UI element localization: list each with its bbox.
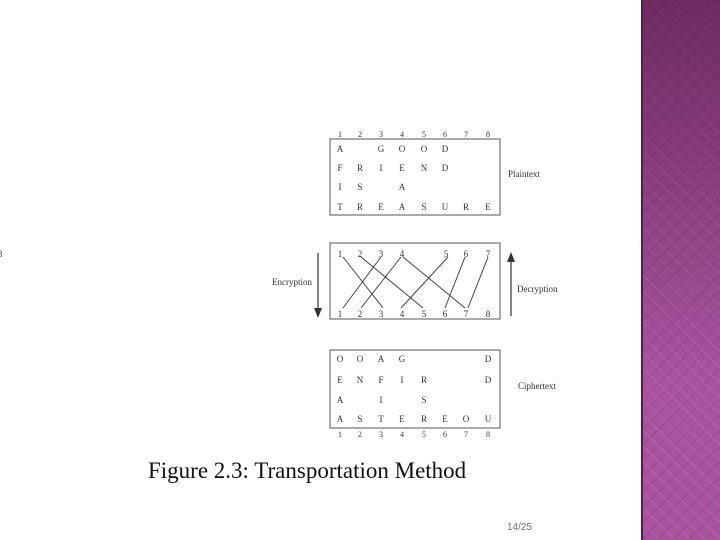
permutation-box: [330, 243, 500, 319]
plaintext-column-index: 1: [338, 130, 342, 139]
permutation-bottom-index: 4: [400, 309, 405, 319]
plaintext-column-index: 3: [379, 130, 383, 139]
figure-caption: Figure 2.3: Transportation Method: [148, 458, 466, 484]
permutation-bottom-index: 7: [464, 309, 469, 319]
plaintext-box: [330, 139, 500, 215]
decryption-label: Decryption: [517, 284, 558, 294]
plaintext-cell: E: [378, 202, 384, 212]
plaintext-cell: R: [357, 163, 363, 173]
plaintext-cell: A: [337, 144, 344, 154]
ciphertext-column-index: 3: [379, 430, 383, 439]
plaintext-cell: E: [485, 202, 491, 212]
ciphertext-cell: O: [357, 354, 364, 364]
plaintext-cell: G: [378, 144, 385, 154]
plaintext-cell: A: [399, 182, 406, 192]
ciphertext-column-index: 7: [464, 430, 468, 439]
permutation-top-index: 1: [338, 249, 343, 259]
plaintext-cell: R: [357, 202, 363, 212]
plaintext-column-index: 6: [443, 130, 447, 139]
ciphertext-cell: D: [485, 354, 492, 364]
ciphertext-cell: N: [357, 375, 364, 385]
permutation-bottom-index: 3: [379, 309, 384, 319]
ciphertext-cell: S: [357, 414, 362, 424]
plaintext-cell: D: [442, 144, 449, 154]
permutation-bottom-indices: 1 2 3 4 5 6 7 8: [338, 309, 491, 319]
ciphertext-cell: E: [442, 414, 448, 424]
ciphertext-cell: D: [485, 375, 492, 385]
plaintext-cell: T: [337, 202, 343, 212]
ciphertext-column-index: 2: [358, 430, 362, 439]
decorative-sidebar: [641, 0, 720, 540]
plaintext-cell: F: [337, 163, 342, 173]
ciphertext-cell: A: [378, 354, 385, 364]
plaintext-cell: E: [399, 163, 405, 173]
plaintext-column-index: 8: [486, 130, 490, 139]
encryption-arrowhead: [314, 308, 322, 318]
ciphertext-cell: I: [380, 395, 383, 405]
ciphertext-cell: R: [421, 414, 427, 424]
permutation-bottom-index: 1: [338, 309, 343, 319]
plaintext-label: Plaintext: [508, 169, 540, 179]
permutation-bottom-index: 8: [486, 309, 491, 319]
ciphertext-column-index: 4: [400, 430, 404, 439]
permutation-bottom-index: 2: [358, 309, 363, 319]
plaintext-cell: R: [463, 202, 469, 212]
ciphertext-cell: U: [485, 414, 492, 424]
permutation-bottom-index: 6: [443, 309, 448, 319]
plaintext-cell: S: [421, 202, 426, 212]
plaintext-cell: N: [421, 163, 428, 173]
ciphertext-box: [330, 350, 500, 428]
ciphertext-cell: A: [337, 414, 344, 424]
ciphertext-column-index: 8: [486, 430, 490, 439]
ciphertext-cell: E: [399, 414, 405, 424]
plaintext-cell: U: [442, 202, 449, 212]
plaintext-cell: D: [442, 163, 449, 173]
ciphertext-cell: A: [337, 395, 344, 405]
ciphertext-cell: F: [378, 375, 383, 385]
permutation-lines: [343, 257, 488, 308]
ciphertext-column-index: 1: [338, 430, 342, 439]
plaintext-cell: I: [339, 182, 342, 192]
ciphertext-label: Ciphertext: [518, 381, 556, 391]
ciphertext-cell: O: [337, 354, 344, 364]
ciphertext-column-index: 5: [422, 430, 426, 439]
permutation-top-index: 8: [0, 249, 3, 259]
plaintext-cell: A: [399, 202, 406, 212]
ciphertext-cell: R: [421, 375, 427, 385]
plaintext-column-index: 4: [400, 130, 404, 139]
ciphertext-cell: I: [401, 375, 404, 385]
plaintext-column-index: 2: [358, 130, 362, 139]
ciphertext-cell: G: [399, 354, 406, 364]
ciphertext-column-index: 6: [443, 430, 447, 439]
ciphertext-footer: 1 2 3 4 5 6 7 8: [338, 430, 490, 439]
encryption-label: Encryption: [272, 277, 312, 287]
plaintext-cell: I: [380, 163, 383, 173]
ciphertext-cell: S: [421, 395, 426, 405]
ciphertext-cell: O: [463, 414, 470, 424]
permutation-bottom-index: 5: [422, 309, 427, 319]
decryption-arrowhead: [507, 252, 515, 262]
page-number: 14/25: [507, 522, 532, 533]
plaintext-header: 1 2 3 4 5 6 7 8: [338, 130, 490, 139]
plaintext-cell: O: [399, 144, 406, 154]
plaintext-cell: S: [357, 182, 362, 192]
ciphertext-cell: E: [337, 375, 343, 385]
ciphertext-cell: T: [378, 414, 384, 424]
plaintext-column-index: 5: [422, 130, 426, 139]
plaintext-column-index: 7: [464, 130, 468, 139]
plaintext-cell: O: [421, 144, 428, 154]
